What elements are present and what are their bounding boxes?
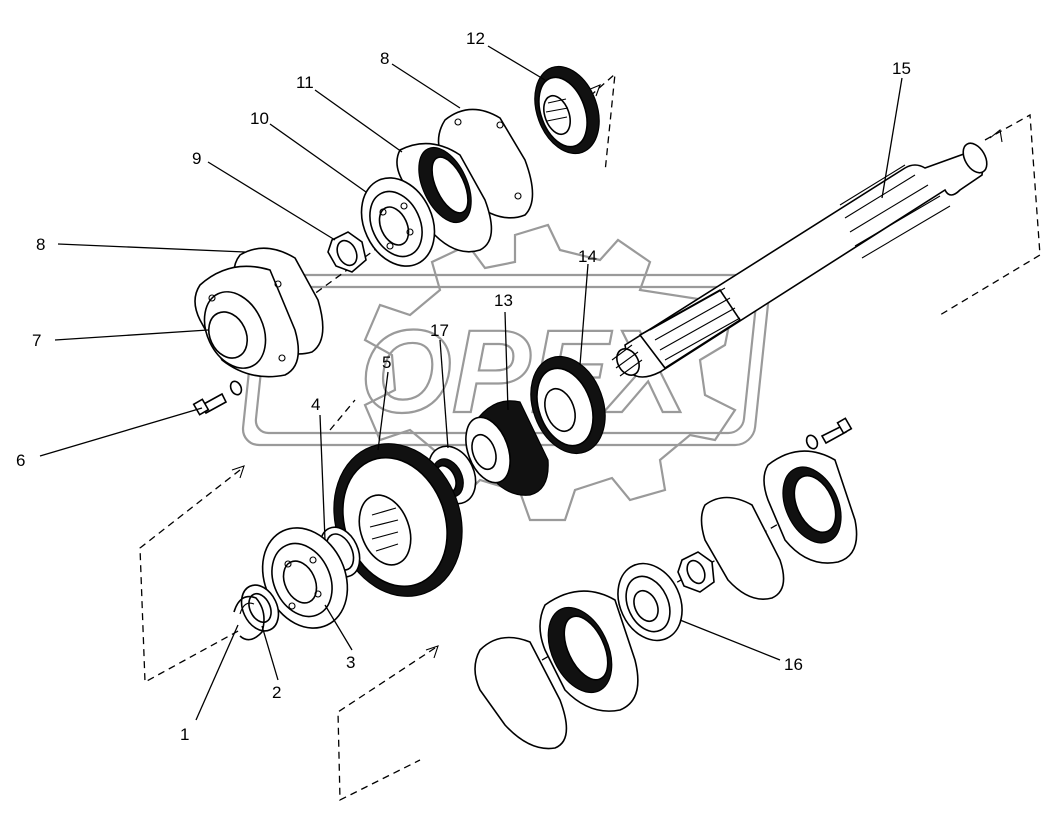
callout-6: 6	[16, 451, 25, 470]
callout-9: 9	[192, 149, 201, 168]
callout-8-left: 8	[36, 235, 45, 254]
callout-17: 17	[430, 321, 449, 340]
lower-flange-housing	[539, 590, 639, 712]
callout-1: 1	[180, 725, 189, 744]
part-14-gear	[530, 355, 606, 455]
part-3-bearing	[261, 527, 349, 629]
leader-lines	[39, 45, 903, 721]
callout-labels: 1 2 3 4 5 6 7 8 8 9 10 11 12 13 14 15 16…	[16, 29, 911, 744]
callout-3: 3	[346, 653, 355, 672]
lower-gasket-left	[474, 636, 568, 750]
callout-15: 15	[892, 59, 911, 78]
part-11-flange-housing	[396, 142, 493, 253]
callout-4: 4	[311, 395, 320, 414]
lower-gasket-right	[700, 496, 785, 600]
lower-nut	[677, 551, 715, 593]
lower-end-cover	[763, 450, 858, 564]
callout-7: 7	[32, 331, 41, 350]
part-15-splined-shaft	[611, 142, 988, 378]
callout-14: 14	[578, 247, 597, 266]
part-12-gear	[534, 65, 600, 155]
part-6-bolt-washer	[192, 380, 243, 416]
callout-8-upper: 8	[380, 49, 389, 68]
part-13-sliding-gear	[465, 400, 549, 496]
callout-11: 11	[296, 73, 314, 92]
callout-10: 10	[250, 109, 269, 128]
lower-bolt-washer	[805, 417, 853, 450]
part-10-bearing	[360, 177, 436, 267]
part-7-end-cover	[194, 265, 300, 378]
watermark-gear-outline	[363, 223, 737, 522]
part-1-circlip	[233, 595, 265, 641]
callout-16: 16	[784, 655, 803, 674]
part-16-bearing	[617, 562, 683, 642]
callout-5: 5	[382, 353, 391, 372]
callout-12: 12	[466, 29, 485, 48]
callout-2: 2	[272, 683, 281, 702]
part-9-nut	[327, 231, 367, 273]
callout-13: 13	[494, 291, 513, 310]
part-5-large-gear	[333, 443, 463, 597]
